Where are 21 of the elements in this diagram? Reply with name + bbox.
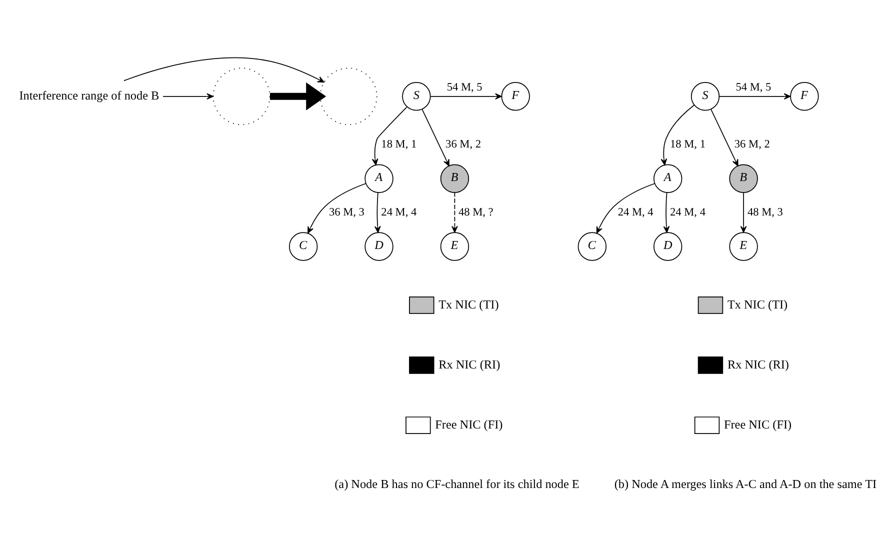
edge-label: 24 M, 4 — [670, 206, 706, 218]
legend-label: Free NIC (FI) — [724, 416, 792, 431]
node-text: Interference range of node B — [19, 88, 160, 102]
label: (b) Node A merges links A-C and A-D on the same TI — [614, 476, 877, 491]
edge-label: 54 M, 5 — [736, 81, 772, 94]
edge-label: 54 M, 5 — [446, 81, 482, 94]
legend-label: Rx NIC (RI) — [727, 356, 789, 371]
edge-label: 18 M, 1 — [670, 138, 706, 150]
edge-label: 48 M, ? — [458, 206, 494, 218]
edge-label: 48 M, 3 — [747, 206, 783, 218]
legend-label: Free NIC (FI) — [435, 416, 503, 431]
edge-label: 18 M, 1 — [381, 138, 417, 150]
label: (a) Node B has no CF-channel for its child node E — [334, 476, 580, 491]
edge-label: 36 M, 2 — [446, 138, 482, 150]
legend-label: Tx NIC (TI) — [438, 296, 499, 311]
legend-label: Tx NIC (TI) — [727, 296, 788, 311]
legend-label: Rx NIC (RI) — [438, 356, 500, 371]
edge-label: 24 M, 4 — [618, 206, 654, 218]
edge-label: 36 M, 3 — [328, 206, 364, 218]
edge-label: 24 M, 4 — [381, 206, 417, 218]
edge-label: 36 M, 2 — [734, 138, 770, 150]
